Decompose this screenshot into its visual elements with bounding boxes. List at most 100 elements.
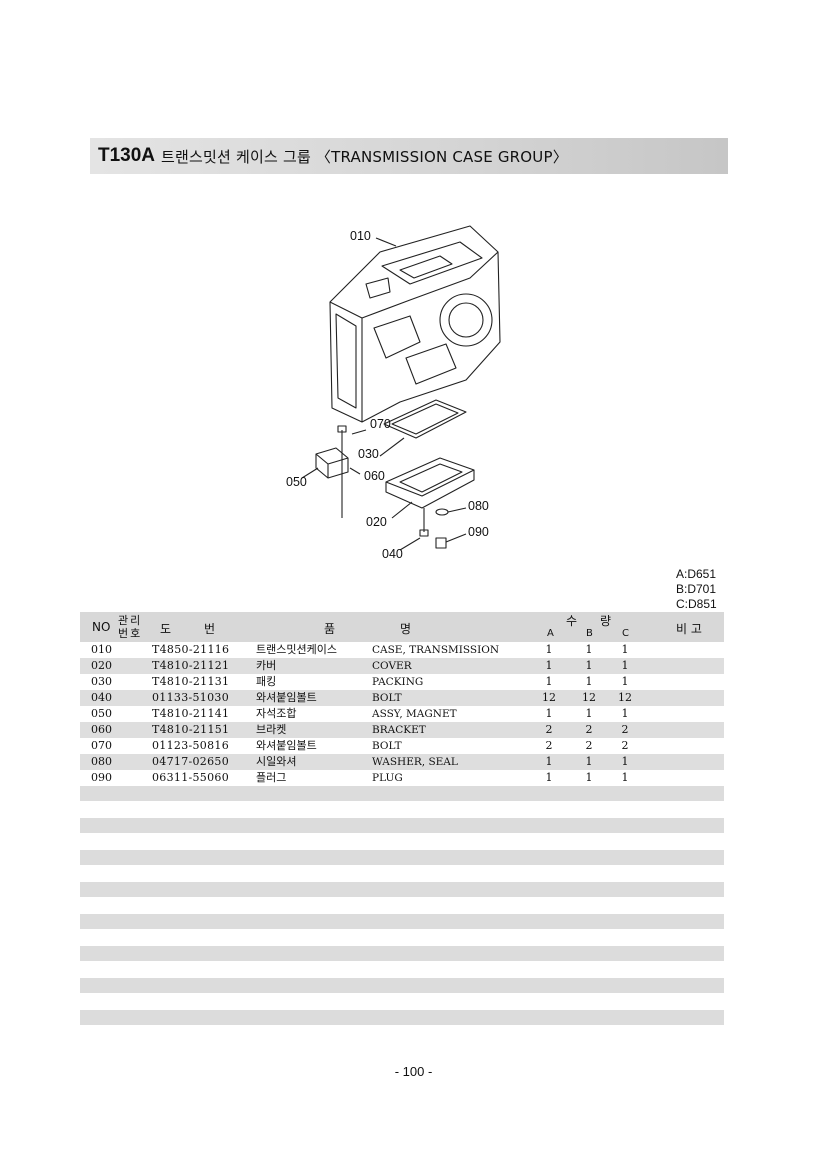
case-bearing-inner [448,302,484,338]
cell-qty-c: 2 [621,739,629,752]
plug-090 [435,537,447,549]
table-row: 050 T4810-21141 자석조합 ASSY, MAGNET 1 1 1 [80,706,724,722]
callout-060: 060 [364,469,385,483]
cell-name-kor: 카버 [256,659,277,672]
model-a: A:D651 [676,567,717,581]
callout-090: 090 [468,525,489,539]
leader-020 [391,501,413,519]
header-remark: 비 고 [676,622,702,636]
case-top-edge [361,251,499,319]
cell-qty-c: 12 [618,691,632,704]
table-row: 030 T4810-21131 패킹 PACKING 1 1 1 [80,674,724,690]
cell-qty-b: 1 [585,675,593,688]
cell-qty-b: 1 [585,659,593,672]
cell-name-eng: WASHER, SEAL [372,756,458,768]
header-qty-1: 수 [566,614,578,628]
cell-qty-a: 1 [545,707,553,720]
cell-name-kor: 와셔붙임볼트 [256,691,317,704]
seal-washer-080 [435,508,449,516]
cell-qty-b: 1 [585,755,593,768]
cell-qty-c: 1 [621,643,629,656]
empty-row-stripe [80,978,724,993]
cell-no: 090 [91,771,112,784]
leader-040 [399,537,421,551]
cell-qty-b: 2 [585,739,593,752]
header-code-1: 도 [160,622,172,636]
case-bearing-bore [439,293,493,347]
page-number: - 100 - [394,1064,433,1079]
model-b: B:D701 [676,582,717,596]
cell-name-eng: COVER [372,660,412,672]
cell-qty-a: 1 [545,659,553,672]
cover-020 [385,457,475,497]
case-top-inner [399,255,453,279]
header-no: NO [92,620,111,634]
cell-name-eng: BRACKET [372,724,426,736]
header-mgmt-2: 번호 [118,627,143,640]
cell-no: 060 [91,723,112,736]
cell-qty-a: 2 [545,723,553,736]
empty-row-stripe [80,1010,724,1025]
case-front-opening [335,313,357,409]
cell-code: T4810-21151 [152,723,230,736]
magnet-assy-050-edges [315,453,349,478]
cell-no: 010 [91,643,112,656]
empty-row-stripe [80,786,724,801]
empty-row-stripe [80,818,724,833]
cell-qty-a: 12 [542,691,556,704]
leader-080 [447,507,467,513]
empty-row-stripe [80,850,724,865]
header-code-2: 번 [204,622,216,636]
cover-020-depth [385,470,475,509]
cell-code: T4810-21121 [152,659,230,672]
cell-qty-a: 1 [545,755,553,768]
cell-code: T4810-21141 [152,707,230,720]
parts-table-header: NO 관리 번호 도 번 품 명 수 량 A B C 비 고 [80,612,724,642]
model-c: C:D851 [676,597,717,611]
cell-code: 06311-55060 [152,771,230,784]
packing-030-inner [391,403,459,435]
cell-name-eng: PACKING [372,676,424,688]
cell-code: 01123-50816 [152,739,230,752]
cell-no: 050 [91,707,112,720]
table-row: 070 01123-50816 와셔붙임볼트 BOLT 2 2 2 [80,738,724,754]
table-row: 010 T4850-21116 트랜스밋션케이스 CASE, TRANSMISS… [80,642,724,658]
cell-code: 04717-02650 [152,755,230,768]
cell-name-kor: 플러그 [256,771,287,784]
parts-table-body: 010 T4850-21116 트랜스밋션케이스 CASE, TRANSMISS… [80,642,724,786]
cell-qty-c: 2 [621,723,629,736]
cell-name-kor: 시일와셔 [256,755,297,768]
cell-code: T4810-21131 [152,675,230,688]
leader-090 [445,533,467,543]
cell-qty-b: 1 [585,707,593,720]
cell-qty-a: 1 [545,643,553,656]
cell-name-eng: CASE, TRANSMISSION [372,644,500,656]
cell-qty-b: 12 [582,691,596,704]
callout-030: 030 [358,447,379,461]
title-code: T130A [98,145,156,166]
table-row: 020 T4810-21121 카버 COVER 1 1 1 [80,658,724,674]
header-qty-2: 량 [600,614,612,628]
leader-060 [349,467,361,475]
cell-no: 030 [91,675,112,688]
cell-name-kor: 브라켓 [256,723,287,736]
table-row: 090 06311-55060 플러그 PLUG 1 1 1 [80,770,724,786]
cell-name-eng: BOLT [372,692,402,704]
header-qty-b: B [586,628,593,639]
callout-050: 050 [286,475,307,489]
cell-no: 070 [91,739,112,752]
leader-050 [301,467,319,479]
cell-qty-c: 1 [621,707,629,720]
cell-qty-a: 1 [545,675,553,688]
leader-010 [375,237,397,247]
cell-qty-c: 1 [621,771,629,784]
empty-row-stripe [80,946,724,961]
cell-qty-a: 2 [545,739,553,752]
case-top-pad [365,277,391,299]
cover-020-inner [399,463,463,493]
empty-table-rows [80,786,724,1042]
leader-070 [351,429,367,435]
callout-040: 040 [382,547,403,561]
cell-name-eng: BOLT [372,740,402,752]
cell-qty-c: 1 [621,659,629,672]
